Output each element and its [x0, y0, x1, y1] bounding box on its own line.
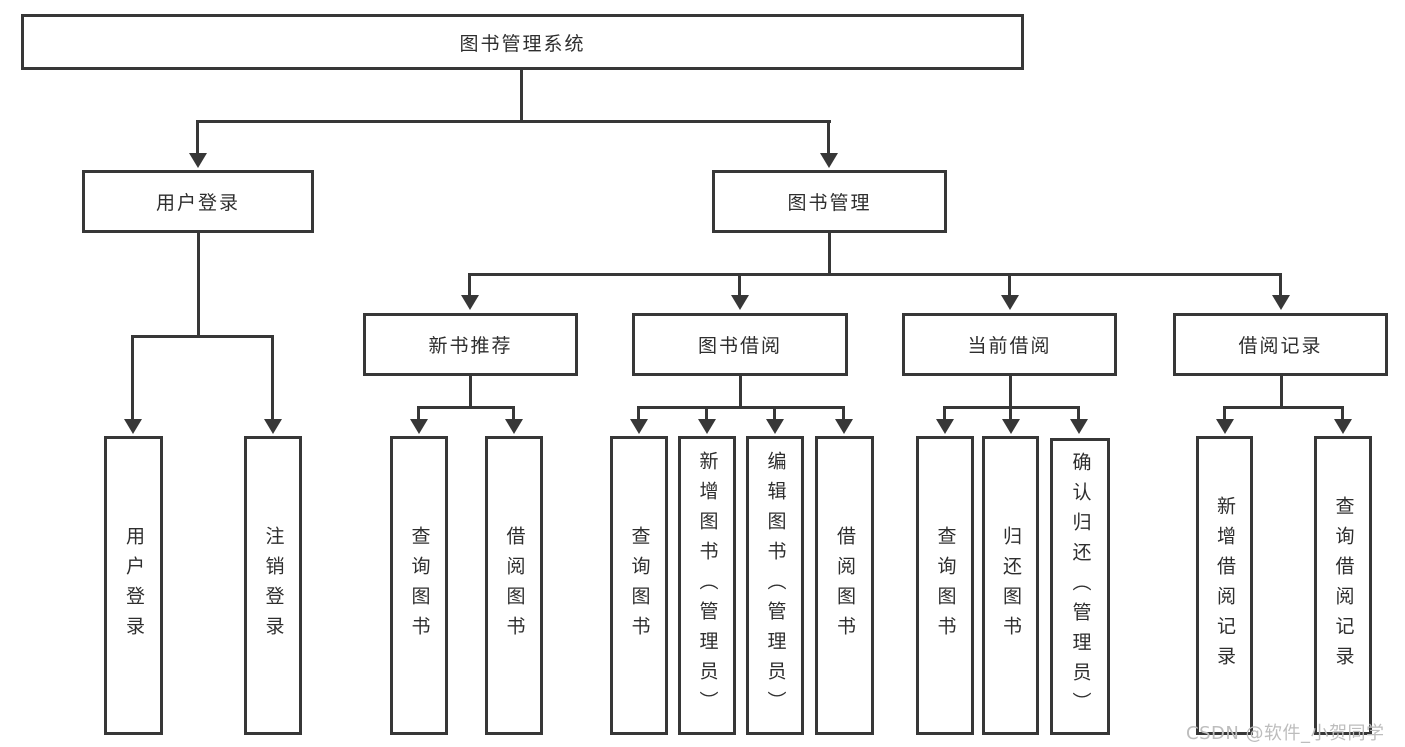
leaf-add-borrow-record-label: 新增借阅记录 — [1214, 495, 1236, 676]
leaf-return-books-label: 归还图书 — [1000, 525, 1022, 646]
arrow-to-user-login — [189, 120, 207, 168]
connector-book-management-bar — [469, 273, 1282, 276]
leaf-borrow-books-label: 借阅图书 — [834, 525, 856, 646]
connector-new-book-stem — [469, 376, 472, 407]
arrow-to-leaf-logout-login — [264, 335, 282, 434]
leaf-query-books-current: 查询图书 — [916, 436, 974, 735]
connector-book-borrow-bar — [638, 406, 845, 409]
leaf-query-borrow-record-label: 查询借阅记录 — [1332, 495, 1355, 676]
node-book-borrow: 图书借阅 — [632, 313, 848, 376]
connector-user-login-bar — [132, 335, 274, 338]
arrow-to-book-management — [820, 120, 838, 168]
connector-borrow-records-bar — [1224, 406, 1344, 409]
leaf-edit-books-admin: 编辑图书（管理员） — [746, 436, 804, 735]
arrow-to-leaf-user-login — [124, 335, 142, 434]
leaf-borrow-books-recommend: 借阅图书 — [485, 436, 543, 735]
leaf-edit-books-admin-label: 编辑图书（管理员） — [764, 450, 787, 721]
node-new-book-recommend-label: 新书推荐 — [428, 335, 513, 357]
node-root-label: 图书管理系统 — [459, 32, 586, 55]
leaf-borrow-books: 借阅图书 — [815, 436, 874, 735]
node-book-management: 图书管理 — [712, 170, 947, 233]
connector-book-management-stem — [828, 233, 831, 274]
arrow-to-leaf-edit-books-admin — [766, 406, 784, 434]
connector-root-bar — [197, 120, 831, 123]
arrow-to-leaf-add-books-admin — [698, 406, 716, 434]
arrow-to-current-borrow — [1001, 273, 1019, 310]
leaf-query-books-recommend-label: 查询图书 — [408, 525, 431, 646]
connector-root-stem — [520, 68, 523, 121]
watermark-text: CSDN @软件_小贺同学 — [1186, 723, 1385, 744]
node-borrow-records: 借阅记录 — [1173, 313, 1388, 376]
arrow-to-leaf-confirm-return-admin — [1070, 406, 1088, 434]
arrow-to-leaf-query-books-borrow — [630, 406, 648, 434]
arrow-to-leaf-return-books — [1002, 406, 1020, 434]
arrow-to-leaf-query-borrow-record — [1334, 406, 1352, 434]
arrow-to-leaf-add-borrow-record — [1216, 406, 1234, 434]
connector-borrow-records-stem — [1280, 376, 1283, 407]
node-root: 图书管理系统 — [21, 14, 1024, 70]
arrow-to-leaf-query-books-recommend — [410, 406, 428, 434]
leaf-add-books-admin-label: 新增图书（管理员） — [696, 450, 719, 721]
leaf-user-login: 用户登录 — [104, 436, 163, 735]
arrow-to-borrow-records — [1272, 273, 1290, 310]
node-new-book-recommend: 新书推荐 — [363, 313, 578, 376]
arrow-to-leaf-borrow-books — [835, 406, 853, 434]
leaf-query-books-borrow: 查询图书 — [610, 436, 668, 735]
node-user-login-label: 用户登录 — [155, 192, 240, 214]
node-borrow-records-label: 借阅记录 — [1238, 335, 1323, 357]
leaf-logout-login-label: 注销登录 — [262, 525, 285, 646]
connector-current-borrow-bar — [944, 406, 1080, 409]
leaf-query-books-borrow-label: 查询图书 — [628, 525, 651, 646]
arrow-to-book-borrow — [731, 273, 749, 310]
leaf-confirm-return-admin-label: 确认归还（管理员） — [1069, 451, 1092, 722]
leaf-query-borrow-record: 查询借阅记录 — [1314, 436, 1372, 735]
connector-book-borrow-stem — [739, 376, 742, 407]
leaf-add-books-admin: 新增图书（管理员） — [678, 436, 736, 735]
leaf-user-login-label: 用户登录 — [123, 525, 145, 646]
leaf-return-books: 归还图书 — [982, 436, 1039, 735]
leaf-add-borrow-record: 新增借阅记录 — [1196, 436, 1253, 735]
connector-user-login-stem — [197, 233, 200, 336]
node-user-login: 用户登录 — [82, 170, 314, 233]
connector-new-book-bar — [418, 406, 515, 409]
arrow-to-leaf-borrow-books-recommend — [505, 406, 523, 434]
leaf-query-books-current-label: 查询图书 — [934, 525, 957, 646]
leaf-confirm-return-admin: 确认归还（管理员） — [1050, 438, 1110, 735]
node-book-borrow-label: 图书借阅 — [697, 335, 782, 357]
leaf-borrow-books-recommend-label: 借阅图书 — [503, 525, 526, 646]
node-current-borrow-label: 当前借阅 — [967, 335, 1052, 357]
arrow-to-new-book-recommend — [461, 273, 479, 310]
node-book-management-label: 图书管理 — [787, 192, 872, 214]
connector-current-borrow-stem — [1009, 376, 1012, 407]
leaf-logout-login: 注销登录 — [244, 436, 302, 735]
leaf-query-books-recommend: 查询图书 — [390, 436, 448, 735]
arrow-to-leaf-query-books-current — [936, 406, 954, 434]
node-current-borrow: 当前借阅 — [902, 313, 1117, 376]
